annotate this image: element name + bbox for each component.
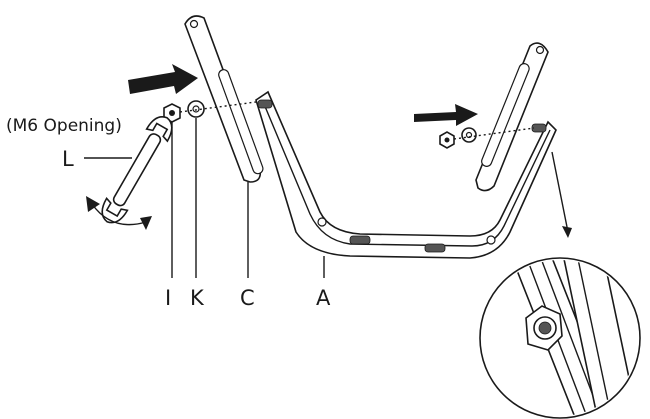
washer-right	[461, 127, 477, 143]
wrench-l	[101, 116, 173, 224]
label-wrench-l: L	[62, 147, 74, 171]
leader-detail	[551, 151, 569, 233]
label-m6-opening: (M6 Opening)	[6, 116, 122, 136]
side-bracket-c-right	[475, 42, 549, 192]
detail-arrowhead-icon	[562, 226, 572, 238]
label-washer-k: K	[190, 286, 205, 310]
label-side-bracket-c: C	[240, 286, 255, 310]
nut-right	[439, 131, 455, 149]
side-bracket-c-left	[184, 15, 264, 183]
rotate-arrow-icon	[86, 196, 152, 230]
main-bracket-a	[255, 90, 557, 259]
detail-magnifier	[479, 257, 641, 419]
push-arrow-icon	[128, 64, 198, 94]
alignment-line-right	[453, 127, 535, 140]
push-arrow-icon	[414, 104, 478, 126]
label-main-bracket-a: A	[316, 286, 331, 310]
label-nut-i: I	[165, 286, 171, 310]
washer-k	[187, 100, 205, 118]
